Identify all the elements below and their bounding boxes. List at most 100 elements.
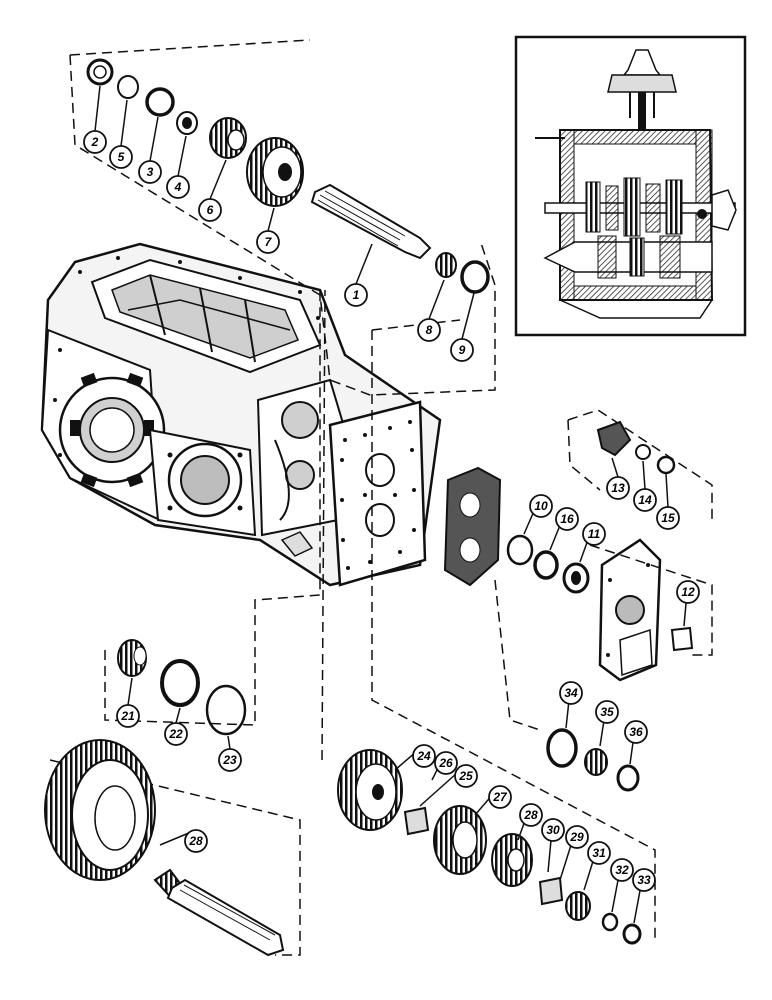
- callout-circle: [218, 748, 242, 772]
- ring-gear-pinion-group: [44, 739, 301, 957]
- washer-part-14: [635, 444, 651, 460]
- leader-line: [428, 279, 445, 320]
- bearing-cup-part-9: [460, 260, 490, 294]
- callout-number: 21: [120, 709, 135, 723]
- callout-circle: [555, 507, 579, 531]
- callout-11: 11: [579, 522, 606, 563]
- callout-circle: [116, 704, 140, 728]
- callout-22: 22: [164, 707, 188, 746]
- callout-circle: [610, 858, 634, 882]
- output-bearing-group: [371, 319, 656, 940]
- callout-number: 28: [523, 808, 538, 822]
- callout-25: 25: [419, 764, 478, 807]
- pinion-shaft: [153, 868, 285, 957]
- callout-number: 2: [91, 135, 99, 149]
- callout-13: 13: [606, 457, 630, 500]
- gear-part-27: [433, 805, 487, 875]
- callout-number: 5: [118, 150, 125, 164]
- callout-number: 25: [458, 769, 473, 783]
- gasket: [443, 466, 502, 587]
- callout-circle: [184, 829, 208, 853]
- inset-cross-section: [514, 35, 747, 337]
- callout-circle: [164, 722, 188, 746]
- input-shaft-group: [69, 39, 496, 396]
- ring-part-32: [601, 912, 619, 932]
- callout-circle: [529, 494, 553, 518]
- callout-circle: [138, 160, 162, 184]
- callout-35: 35: [595, 700, 619, 747]
- ring-part-16: [533, 550, 559, 580]
- callout-30: 30: [541, 818, 565, 873]
- callout-number: 28: [188, 834, 203, 848]
- callout-10: 10: [523, 494, 553, 535]
- callout-number: 36: [629, 725, 643, 739]
- callout-number: 29: [569, 830, 584, 844]
- gear-part-28: [491, 833, 533, 887]
- callout-circle: [656, 506, 680, 530]
- callout-12: 12: [676, 580, 700, 627]
- bearing-part-8: [435, 252, 457, 278]
- callout-number: 34: [564, 686, 578, 700]
- callout-circle: [198, 198, 222, 222]
- ring-gear: [44, 739, 156, 881]
- leader-line: [611, 457, 619, 478]
- callout-9: 9: [450, 292, 475, 362]
- callout-number: 16: [560, 512, 574, 526]
- callout-circle: [565, 825, 589, 849]
- callout-circle: [676, 580, 700, 604]
- callout-number: 27: [492, 790, 508, 804]
- callout-circle: [434, 751, 458, 775]
- callout-33: 33: [632, 868, 656, 924]
- leader-line: [120, 99, 128, 147]
- callout-number: 3: [147, 165, 154, 179]
- callout-number: 24: [416, 749, 431, 763]
- callout-circle: [624, 720, 648, 744]
- callout-23: 23: [218, 735, 242, 772]
- callout-2: 2: [83, 85, 107, 154]
- leader-line: [665, 473, 669, 508]
- callout-number: 31: [592, 846, 606, 860]
- callout-number: 7: [265, 235, 273, 249]
- callout-number: 6: [207, 203, 214, 217]
- callout-8: 8: [417, 279, 445, 342]
- callout-14: 14: [633, 460, 657, 512]
- callout-27: 27: [474, 785, 512, 816]
- pto-cover-plate: [598, 538, 662, 682]
- transmission-housing: [40, 242, 442, 587]
- callout-circle: [83, 130, 107, 154]
- callout-29: 29: [559, 825, 589, 881]
- gear-part-31: [565, 891, 591, 921]
- callout-number: 22: [168, 727, 183, 741]
- callout-28a: 28: [517, 803, 543, 841]
- callout-16: 16: [549, 507, 579, 551]
- callout-circle: [344, 283, 368, 307]
- callout-circle: [633, 488, 657, 512]
- callout-number: 12: [681, 585, 695, 599]
- pto-cover-group: [443, 409, 713, 682]
- callout-34: 34: [559, 681, 583, 729]
- fork-part-13: [596, 420, 632, 457]
- bearing-cup-part-3: [145, 87, 175, 117]
- gear-part-24: [337, 749, 403, 831]
- callout-circle: [519, 803, 543, 827]
- bearing-cup-part-34: [546, 728, 578, 768]
- callout-36: 36: [624, 720, 648, 765]
- callout-number: 9: [459, 343, 466, 357]
- leader-line: [127, 677, 133, 706]
- callout-number: 10: [534, 499, 548, 513]
- callout-31: 31: [583, 841, 611, 891]
- leader-line: [355, 243, 373, 285]
- callout-circle: [412, 744, 436, 768]
- countershaft-gear-group: [321, 289, 642, 945]
- callout-5: 5: [109, 99, 133, 169]
- callout-circle: [582, 522, 606, 546]
- callout-4: 4: [166, 135, 190, 199]
- callout-number: 33: [637, 873, 651, 887]
- callout-circle: [541, 818, 565, 842]
- callout-circle: [606, 476, 630, 500]
- nut-part-15: [656, 455, 676, 475]
- leader-line: [267, 207, 275, 232]
- callout-21: 21: [116, 677, 140, 728]
- shim-part-23: [205, 684, 247, 736]
